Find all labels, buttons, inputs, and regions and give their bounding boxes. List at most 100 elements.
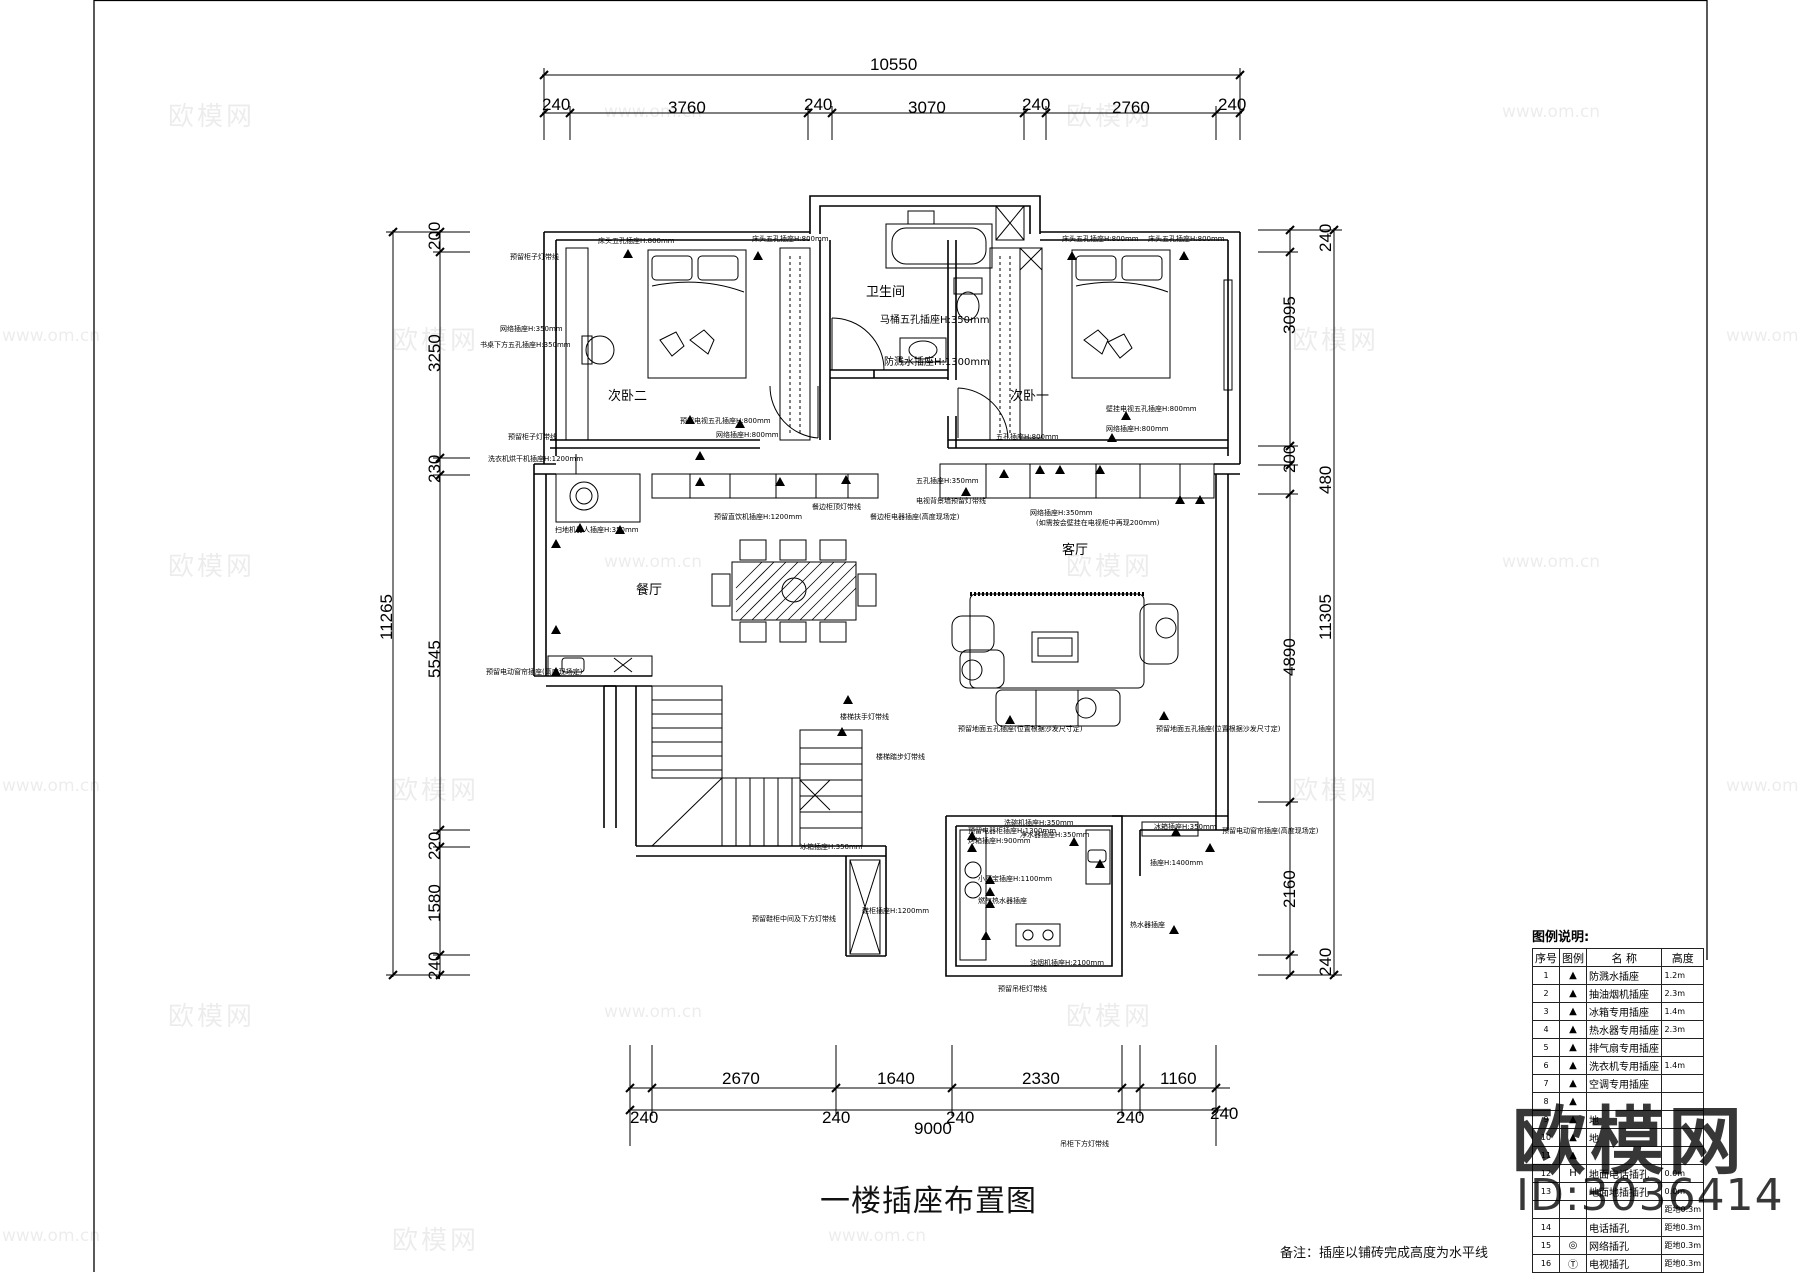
watermark-big-logo: 欧模网: [1512, 1099, 1746, 1185]
room-label-bathroom: 卫生间: [866, 285, 905, 300]
annot-a2: 床头五孔插座H:800mm: [752, 234, 829, 243]
annot-a17: 网络插座H:800mm: [1106, 424, 1169, 433]
annot-a9: 网络插座H:800mm: [716, 430, 779, 439]
socket-symbol-icon: [575, 523, 585, 532]
annot-a14: 餐边柜顶灯带线: [812, 502, 861, 511]
annot-a42: 冰箱插座H:350mm: [1154, 822, 1217, 831]
dim-bottom-lower-1: 240: [822, 1108, 850, 1127]
dim-left-3: 5545: [425, 640, 444, 678]
socket-symbol-icon: [967, 831, 977, 840]
dim-right-0: 240: [1316, 224, 1335, 252]
annot-a13: 预留直饮机插座H:1200mm: [714, 512, 802, 521]
dim-bottom-lower-2: 240: [946, 1108, 974, 1127]
legend-row: 7▲空调专用插座: [1532, 1074, 1704, 1093]
socket-symbol-icon: [1107, 433, 1117, 442]
legend-idx: 2: [1532, 984, 1560, 1003]
socket-symbol-icon: [841, 475, 851, 484]
splash-socket-label: 防溅水插座H:1300mm: [884, 355, 990, 368]
annot-a24: 预留地面五孔插座(位置根据沙发尺寸定): [958, 724, 1083, 733]
socket-symbol-icon: [1067, 251, 1077, 260]
drawing-note: 备注：插座以铺砖完成高度为水平线: [1280, 1246, 1489, 1261]
dim-top-2: 240: [804, 95, 832, 114]
bedroom2-furniture: [565, 247, 819, 474]
legend-idx: 3: [1532, 1002, 1560, 1021]
annot-a3: 床头五孔插座H:800mm: [1062, 234, 1139, 243]
socket-symbol-icon: [685, 415, 695, 424]
annot-a28: 冰箱插座H:350mm: [800, 842, 863, 851]
dining-table: [711, 539, 877, 643]
annot-a38: 预留吊柜灯带线: [998, 984, 1047, 993]
legend-row: 15◎网络插孔距地0.3m: [1532, 1236, 1704, 1255]
annot-a4: 床头五孔插座H:800mm: [1148, 234, 1225, 243]
dim-bottom-2: 2330: [1022, 1069, 1060, 1088]
socket-symbol-icon: [551, 667, 561, 676]
annot-a7: 书桌下方五孔插座H:350mm: [480, 340, 571, 349]
socket-symbols: [551, 249, 1215, 940]
dim-left-4: 220: [425, 832, 444, 860]
stairs: [651, 685, 881, 955]
legend-icon: ▲: [1559, 1056, 1587, 1075]
annot-a35: 净水器插座H:350mm: [1020, 830, 1090, 839]
annot-a1: 床头五孔插座H:800mm: [598, 236, 675, 245]
legend-height: 2.3m: [1661, 984, 1704, 1003]
annot-a21: 网络插座H:350mm: [1030, 508, 1093, 517]
dim-left-6: 240: [425, 952, 444, 980]
annot-a29: 预留鞋柜中间及下方灯带线: [752, 914, 836, 923]
annot-a33: 洗碗机插座H:350mm: [1004, 818, 1074, 827]
legend-name: 网络插孔: [1585, 1236, 1663, 1255]
legend-height: 距地0.3m: [1661, 1254, 1704, 1273]
annot-a16: 壁挂电视五孔插座H:800mm: [1106, 404, 1197, 413]
socket-symbol-icon: [1055, 465, 1065, 474]
toilet-socket-label: 马桶五孔插座H:350mm: [880, 313, 989, 326]
dim-bottom-1: 1640: [877, 1069, 915, 1088]
annot-a5: 预留柜子灯带线: [510, 252, 559, 261]
watermark-id: ID:3036414: [1516, 1170, 1784, 1221]
legend-icon: ▲: [1559, 1038, 1587, 1057]
annot-a25: 预留地面五孔插座(位置根据沙发尺寸定): [1156, 724, 1281, 733]
annot-a10: 预留柜子灯带线: [508, 432, 557, 441]
legend-name: 电话插孔: [1585, 1218, 1663, 1237]
legend-height: 1.2m: [1661, 966, 1704, 985]
socket-symbol-icon: [1069, 837, 1079, 846]
dim-top-5: 2760: [1112, 98, 1150, 117]
annot-a36: 燃气热水器插座: [978, 896, 1027, 905]
socket-symbol-icon: [551, 625, 561, 634]
annot-a32: 烤箱插座H:900mm: [968, 836, 1031, 845]
dim-bottom-total: 9000: [914, 1119, 952, 1138]
legend-icon: ◎: [1559, 1236, 1587, 1255]
annot-a41: 插座H:1400mm: [1150, 858, 1203, 867]
legend-icon: [1559, 1218, 1587, 1237]
room-label-living: 客厅: [1062, 542, 1088, 558]
dim-top-6: 240: [1218, 95, 1246, 114]
annot-a40: 预留电动窗帘插座(高度现场定): [1222, 826, 1319, 835]
annot-a37: 油烟机插座H:2100mm: [1030, 958, 1104, 967]
legend-row: 8▲: [1532, 1092, 1704, 1111]
legend-icon: Ⓣ: [1559, 1254, 1587, 1273]
legend-name: 排气扇专用插座: [1585, 1038, 1663, 1057]
tiny-annotations: 床头五孔插座H:800mm 床头五孔插座H:800mm 床头五孔插座H:800m…: [480, 234, 1319, 1148]
dim-right-4: 4890: [1280, 638, 1299, 676]
annot-a34: 小厨宝插座H:1100mm: [978, 874, 1052, 883]
dim-right-2: 200: [1280, 445, 1299, 473]
legend-idx: 1: [1532, 966, 1560, 985]
bottom-dimensions: [625, 1045, 1230, 1146]
annot-a43: 吊柜下方灯带线: [1060, 1139, 1109, 1148]
legend-name: 热水器专用插座: [1585, 1020, 1663, 1039]
annot-a19: 五孔插座H:350mm: [916, 476, 979, 485]
legend-height: 距地0.3m: [1661, 1218, 1704, 1237]
socket-symbol-icon: [615, 525, 625, 534]
bathroom-fixtures: [831, 205, 1025, 371]
legend-header-icon: 图例: [1559, 948, 1587, 967]
annot-a20: 电视背景墙预留灯带线: [916, 496, 986, 505]
socket-symbol-icon: [1095, 465, 1105, 474]
dim-left-1: 3250: [425, 334, 444, 372]
socket-symbol-icon: [1175, 495, 1185, 504]
socket-symbol-icon: [1195, 495, 1205, 504]
